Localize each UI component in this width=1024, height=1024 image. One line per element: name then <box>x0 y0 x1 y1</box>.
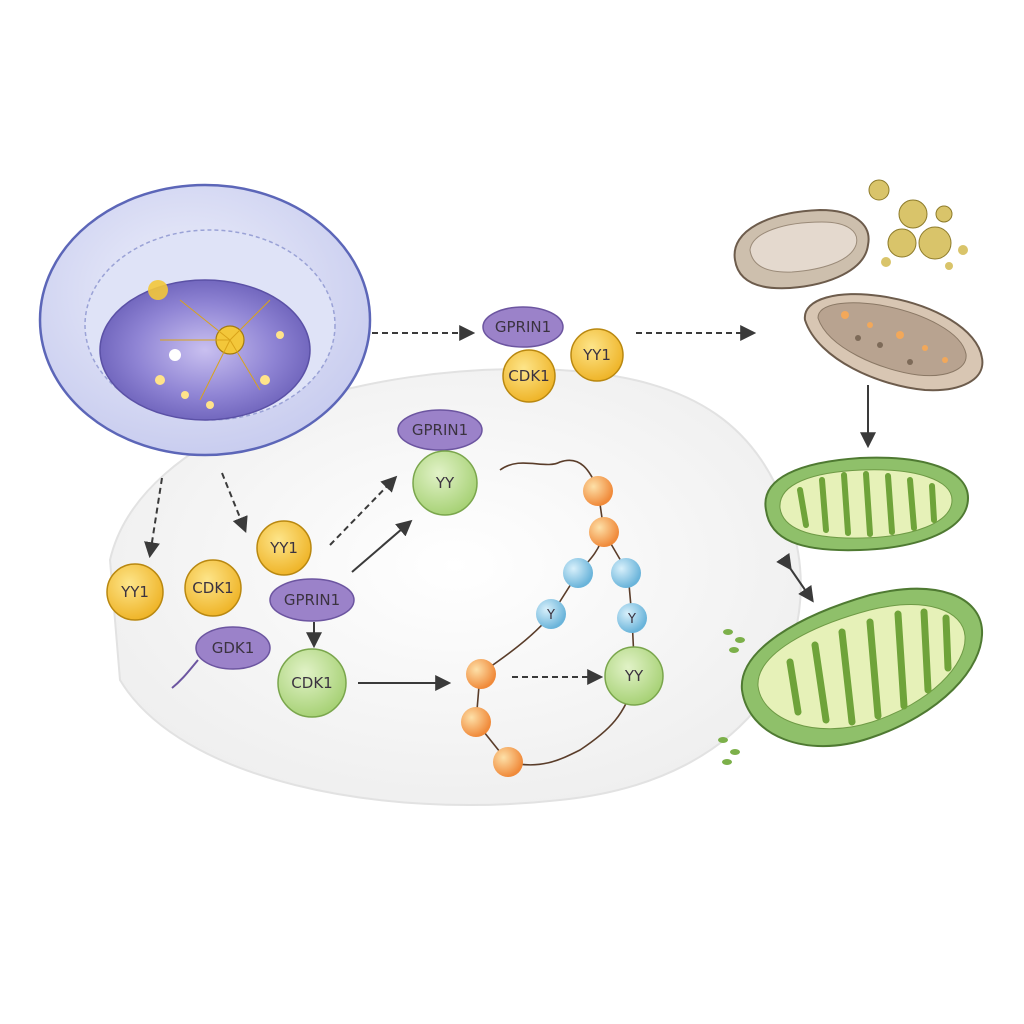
blue-bead-left-y <box>536 599 566 629</box>
green-sprig-2 <box>718 737 740 765</box>
blue-bead-1 <box>563 558 593 588</box>
orange-bead-1 <box>583 476 613 506</box>
yy1-left-label: YY1 <box>120 583 149 601</box>
arrow-cell-to-yy1-left <box>144 477 163 559</box>
mitochondrion-lower <box>740 587 984 747</box>
brown-organelle-top <box>733 208 870 290</box>
cdk1-top-node <box>502 349 556 403</box>
gprin1-top-label: GPRIN1 <box>495 318 551 336</box>
yy-right-label: YY <box>624 667 644 685</box>
organelle-stack <box>718 179 984 765</box>
bead-chain: Y Y YY <box>461 459 664 777</box>
gdk1-label: GDK1 <box>212 639 255 657</box>
orange-bead-5 <box>493 747 523 777</box>
arrow-left-to-mid-2 <box>351 519 413 573</box>
blue-bead-right-y <box>617 603 647 633</box>
gprin1-mid-label: GPRIN1 <box>412 421 468 439</box>
cdk1-green-node <box>277 648 347 718</box>
orange-bead-2 <box>589 517 619 547</box>
cell <box>38 183 372 457</box>
orange-bead-4 <box>461 707 491 737</box>
cdk1-top-label: CDK1 <box>508 367 549 385</box>
orange-bead-3 <box>466 659 496 689</box>
gprin1-mid-node <box>397 409 483 451</box>
arrow-left-to-mid-1 <box>329 475 398 546</box>
cdk1-left-node <box>184 559 242 617</box>
yy1-small-label: YY1 <box>269 539 298 557</box>
left-cluster: YY1 YY1 CDK1 GPRIN1 GDK1 CDK1 <box>106 520 355 718</box>
mitochondrion-upper <box>764 456 970 552</box>
yy-right-node <box>604 646 664 706</box>
gprin1-low-label: GPRIN1 <box>284 591 340 609</box>
gprin1-top-node <box>482 306 564 348</box>
y-bead-left-label: Y <box>546 608 555 623</box>
nucleus <box>99 279 311 421</box>
yy-mid-node <box>412 450 478 516</box>
arrow-cell-to-yy1-small <box>221 472 248 533</box>
y-bead-right-label: Y <box>627 612 636 627</box>
cdk1-left-label: CDK1 <box>192 579 233 597</box>
yy1-top-label: YY1 <box>582 346 611 364</box>
yy1-small-node <box>256 520 312 576</box>
gprin1-low-node <box>269 578 355 622</box>
mid-cluster: GPRIN1 YY <box>397 409 483 516</box>
top-cluster: GPRIN1 CDK1 YY1 <box>482 306 624 403</box>
yy1-left-node <box>106 563 164 621</box>
speckled-organelle <box>803 293 984 392</box>
yy1-top-node <box>570 328 624 382</box>
vesicle-cluster <box>868 179 968 270</box>
yy-mid-label: YY <box>435 474 455 492</box>
green-sprig-1 <box>723 629 745 653</box>
blue-bead-2 <box>611 558 641 588</box>
cdk1-green-label: CDK1 <box>291 674 332 692</box>
gdk1-node <box>195 626 271 670</box>
arrow-bidirectional <box>776 552 814 603</box>
